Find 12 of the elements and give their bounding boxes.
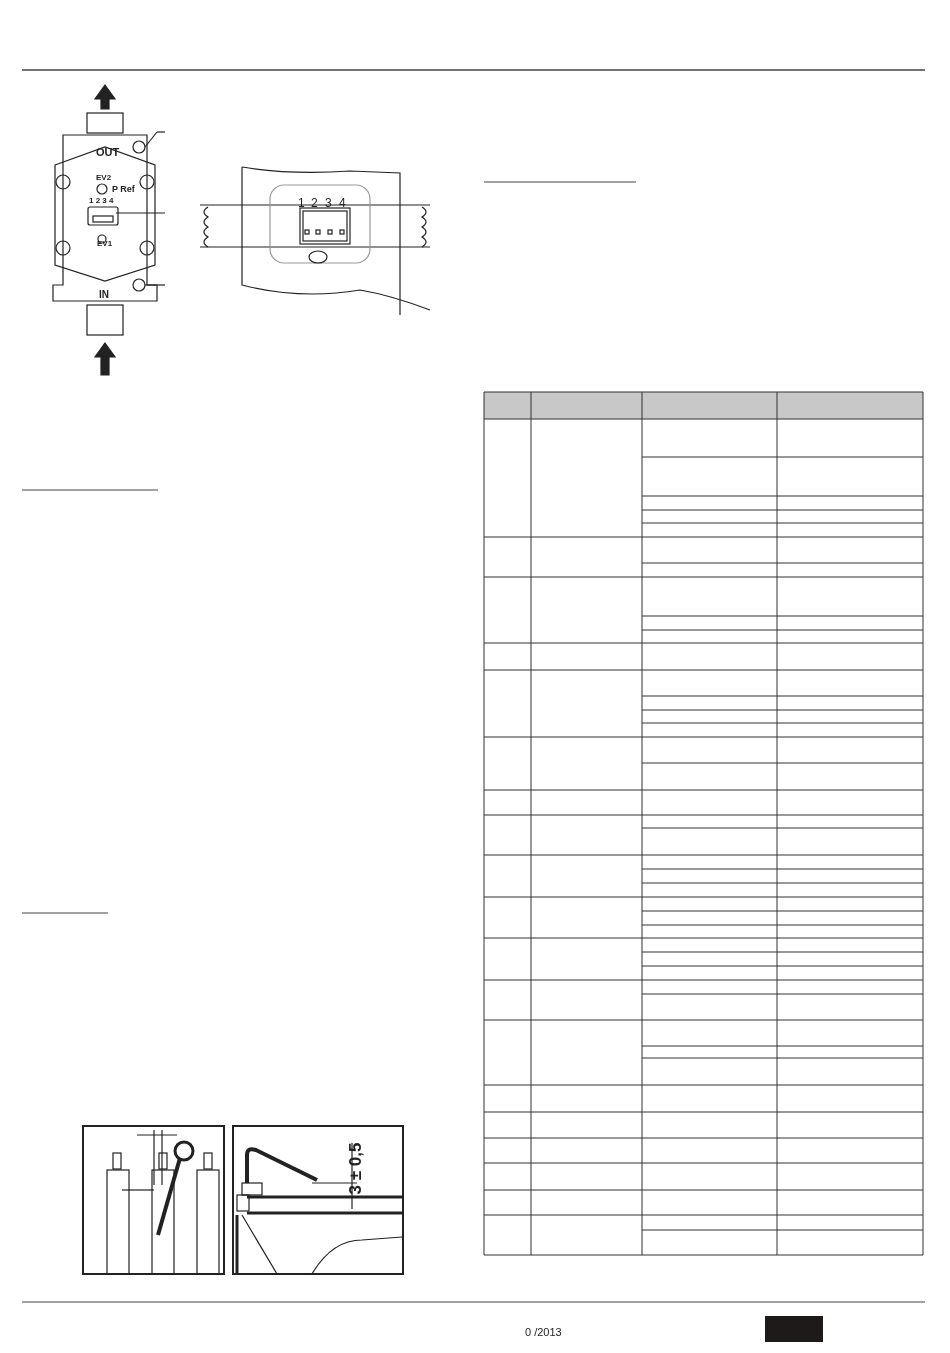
pin-number: 3 [325, 197, 332, 209]
valve-marking: P Ref [112, 185, 135, 194]
valve-marking: EV2 [96, 174, 112, 182]
valve-marking: OUT [96, 147, 120, 158]
pin-number: 4 [339, 197, 346, 209]
pin-number: 2 [311, 197, 318, 209]
pin-number: 1 [298, 197, 305, 209]
valve-marking: EV1 [97, 240, 113, 248]
pin-numbers: 1 2 3 4 [89, 197, 114, 205]
dimension-label: 3 ± 0,5 [347, 1142, 365, 1195]
date-code: 0 /2013 [525, 1327, 562, 1338]
valve-marking: IN [99, 290, 109, 300]
